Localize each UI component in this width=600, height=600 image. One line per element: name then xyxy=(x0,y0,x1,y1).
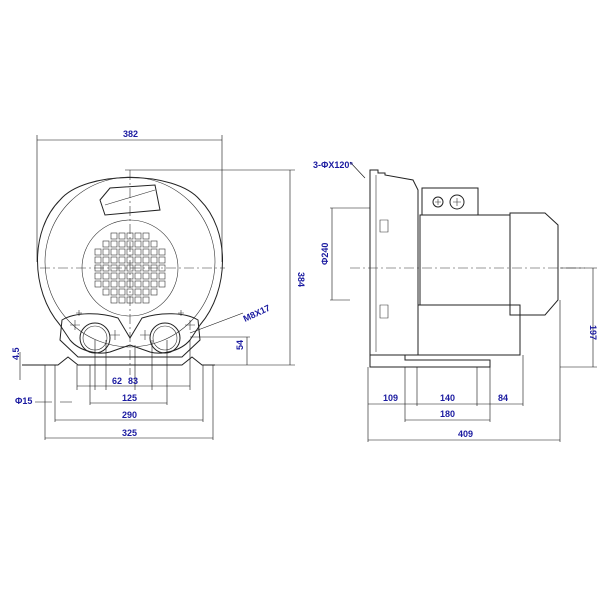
grille-slot xyxy=(150,248,158,256)
grille-slot xyxy=(118,280,126,288)
dim-409: 409 xyxy=(458,429,473,439)
grille-slot xyxy=(118,288,126,296)
grille-slot xyxy=(134,280,142,288)
grille-slot xyxy=(118,240,126,248)
grille-slot xyxy=(134,272,142,280)
pedestal xyxy=(417,304,521,356)
grille-slot xyxy=(110,256,118,264)
grille-slot xyxy=(142,256,150,264)
dim-62: 62 xyxy=(112,376,122,386)
grille-slot xyxy=(150,256,158,264)
grille-slot xyxy=(110,296,118,304)
grille-slot xyxy=(134,248,142,256)
grille-slot xyxy=(102,256,110,264)
grille-slot xyxy=(134,288,142,296)
cable-gland-small xyxy=(432,196,444,208)
grille-slot xyxy=(142,296,150,304)
dim-240: Φ240 xyxy=(320,243,330,265)
outlet-port xyxy=(149,322,181,354)
dim-197: 197 xyxy=(588,325,598,340)
dim-382: 382 xyxy=(123,129,138,139)
grille-slot xyxy=(102,240,110,248)
grille-slot xyxy=(118,256,126,264)
grille-slot xyxy=(94,280,102,288)
terminal-cover xyxy=(99,184,161,216)
housing-side xyxy=(369,169,419,356)
dim-125: 125 xyxy=(122,393,137,403)
grille-slot xyxy=(110,248,118,256)
grille-slot xyxy=(126,288,134,296)
grille-slot xyxy=(158,272,166,280)
grille-slot xyxy=(110,232,118,240)
dim-hole-15: Φ15 xyxy=(15,396,32,406)
grille-slot xyxy=(118,248,126,256)
grille-slot xyxy=(134,232,142,240)
dim-84: 84 xyxy=(498,393,508,403)
dim-325: 325 xyxy=(122,428,137,438)
dim-83: 83 xyxy=(128,376,138,386)
port-flange xyxy=(59,313,201,358)
grille-slot xyxy=(102,272,110,280)
grille-slot xyxy=(110,280,118,288)
dim-290: 290 xyxy=(122,410,137,420)
grille-slot xyxy=(150,240,158,248)
grille-slot xyxy=(142,288,150,296)
dim-flange-holes: 3-ΦX120° xyxy=(313,160,353,170)
grille-slot xyxy=(134,296,142,304)
grille-slot xyxy=(150,288,158,296)
housing-outline xyxy=(37,177,223,354)
grille-slot xyxy=(142,272,150,280)
grille-slot xyxy=(142,232,150,240)
motor-body xyxy=(419,214,511,306)
grille-slot xyxy=(118,272,126,280)
grille-slot xyxy=(142,248,150,256)
grille-slot xyxy=(102,280,110,288)
bolt-callout: M8X17 xyxy=(242,303,272,324)
base-plate xyxy=(22,356,215,366)
grille-slot xyxy=(150,280,158,288)
dim-109: 109 xyxy=(383,393,398,403)
grille-slot xyxy=(158,280,166,288)
grille-slot xyxy=(94,272,102,280)
grille-slot xyxy=(150,272,158,280)
grille-slot xyxy=(142,240,150,248)
dim-140: 140 xyxy=(440,393,455,403)
grille-slot xyxy=(158,256,166,264)
grille-slot xyxy=(110,288,118,296)
fan-grille xyxy=(94,232,166,304)
grille-slot xyxy=(158,248,166,256)
dim-4-5: 4.5 xyxy=(11,347,21,360)
grille-slot xyxy=(142,280,150,288)
front-view: 382 384 54 M8X17 4.5 Φ15 62 83 125 290 3… xyxy=(11,129,306,440)
dim-180: 180 xyxy=(440,409,455,419)
grille-slot xyxy=(158,264,166,272)
grille-slot xyxy=(118,296,126,304)
grille-slot xyxy=(110,240,118,248)
terminal-box xyxy=(421,187,479,216)
fan-cover xyxy=(509,212,559,316)
grille-slot xyxy=(110,272,118,280)
grille-slot xyxy=(102,288,110,296)
grille-slot xyxy=(134,256,142,264)
side-base-plate xyxy=(369,354,491,368)
cable-gland-large xyxy=(449,194,465,210)
grille-slot xyxy=(102,248,110,256)
grille-slot xyxy=(118,232,126,240)
grille-slot xyxy=(134,240,142,248)
dim-54: 54 xyxy=(235,340,245,350)
grille-slot xyxy=(94,256,102,264)
side-view: 3-ΦX120° Φ240 197 109 140 84 180 409 xyxy=(313,160,598,442)
grille-slot xyxy=(94,248,102,256)
bolt-marks xyxy=(70,310,195,340)
dim-384: 384 xyxy=(296,272,306,287)
